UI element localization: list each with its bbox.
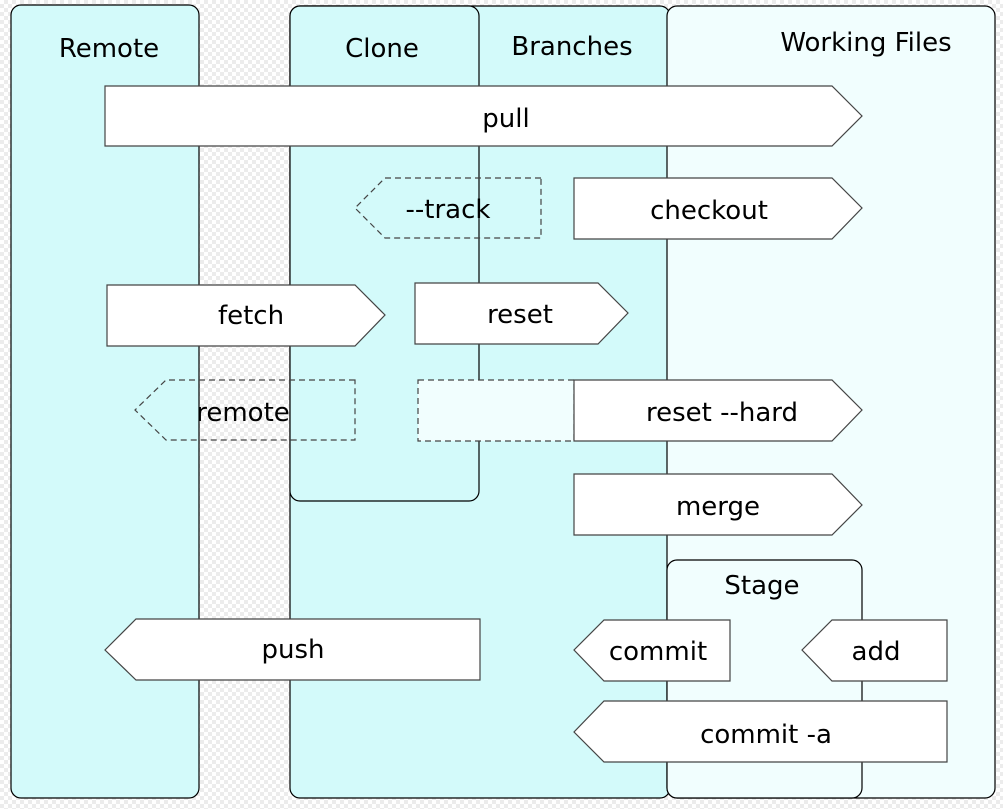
branches-lane-title: Branches	[511, 32, 632, 62]
checkout-label: checkout	[650, 196, 768, 226]
pull-arrow	[104, 85, 863, 147]
working-files-lane-title: Working Files	[780, 28, 951, 58]
commit-label: commit	[609, 637, 707, 667]
remote-lane	[10, 4, 200, 799]
track-arrow	[354, 177, 542, 239]
commit-a-label: commit -a	[700, 720, 832, 750]
commit-arrow	[573, 619, 731, 682]
remote-label: remote	[196, 398, 290, 428]
reset-label: reset	[487, 300, 553, 330]
commit-a-arrow	[573, 700, 948, 763]
fetch-arrow	[106, 284, 386, 347]
fetch-label: fetch	[218, 301, 284, 331]
reset-hard-dashed-tail	[417, 379, 575, 442]
stage-lane-title: Stage	[724, 571, 799, 601]
push-label: push	[261, 635, 324, 665]
reset-arrow	[414, 282, 629, 345]
add-label: add	[852, 637, 901, 667]
checkout-arrow	[573, 177, 863, 240]
remote-lane-title: Remote	[59, 34, 159, 64]
reset-hard-label: reset --hard	[646, 398, 798, 428]
merge-label: merge	[676, 492, 760, 522]
remote-arrow	[134, 379, 356, 441]
merge-arrow	[573, 473, 863, 536]
clone-lane-title: Clone	[345, 34, 419, 64]
add-arrow	[801, 619, 948, 682]
push-arrow	[104, 618, 481, 681]
track-label: --track	[406, 195, 491, 225]
pull-label: pull	[482, 104, 529, 134]
reset-hard-arrow	[573, 379, 863, 442]
